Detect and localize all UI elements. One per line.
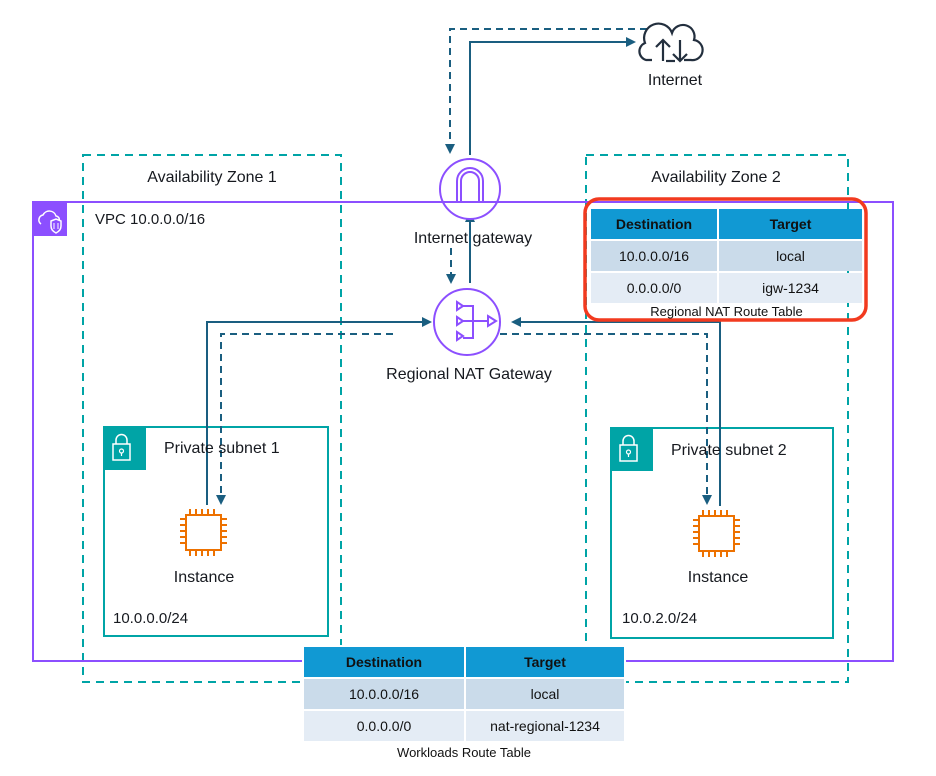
vpc-cloud-shield-icon xyxy=(33,202,67,236)
column-header-destination: Destination xyxy=(591,209,717,239)
route-target: nat-regional-1234 xyxy=(466,711,624,741)
route-table-caption: Workloads Route Table xyxy=(397,745,531,760)
flow-internet-to-igw xyxy=(445,28,647,154)
availability-zone-1-boundary xyxy=(82,154,342,683)
table-row: 10.0.0.0/16 local xyxy=(304,679,624,709)
subnet-1-cidr: 10.0.0.0/24 xyxy=(113,610,189,627)
route-target: local xyxy=(466,679,624,709)
workloads-route-table: Destination Target 10.0.0.0/16 local 0.0… xyxy=(302,645,626,760)
flow-instance1-to-nat xyxy=(206,317,432,505)
route-destination: 0.0.0.0/0 xyxy=(304,711,464,741)
internet-gateway-icon xyxy=(439,158,501,220)
route-target: local xyxy=(719,241,862,271)
column-header-destination: Destination xyxy=(304,647,464,677)
table-row: 0.0.0.0/0 igw-1234 xyxy=(591,273,862,303)
regional-nat-route-table: Destination Target 10.0.0.0/16 local 0.0… xyxy=(589,207,864,319)
route-destination: 10.0.0.0/16 xyxy=(304,679,464,709)
nat-gateway-icon xyxy=(433,288,501,356)
flow-igw-to-internet xyxy=(469,37,636,155)
column-header-target: Target xyxy=(719,209,862,239)
lock-icon xyxy=(611,428,653,471)
route-target: igw-1234 xyxy=(719,273,862,303)
vpc-label: VPC 10.0.0.0/16 xyxy=(95,211,206,228)
private-subnet-2-label: Private subnet 2 xyxy=(671,442,787,459)
flow-instance2-to-nat xyxy=(511,317,721,506)
table-row: 0.0.0.0/0 nat-regional-1234 xyxy=(304,711,624,741)
instance-1-label: Instance xyxy=(173,569,235,586)
internet-gateway-label: Internet gateway xyxy=(413,230,533,247)
column-header-target: Target xyxy=(466,647,624,677)
flow-nat-to-instance1 xyxy=(216,333,393,505)
lock-icon xyxy=(104,427,146,470)
nat-gateway-label: Regional NAT Gateway xyxy=(386,366,552,383)
route-destination: 10.0.0.0/16 xyxy=(591,241,717,271)
table-row: 10.0.0.0/16 local xyxy=(591,241,862,271)
availability-zone-2-label: Availability Zone 2 xyxy=(651,169,781,186)
internet-label: Internet xyxy=(647,72,703,89)
instance-chip-icon xyxy=(180,509,227,556)
private-subnet-1-label: Private subnet 1 xyxy=(164,440,280,457)
availability-zone-1-label: Availability Zone 1 xyxy=(147,169,277,186)
subnet-2-cidr: 10.0.2.0/24 xyxy=(622,610,698,627)
route-table-caption: Regional NAT Route Table xyxy=(650,304,803,319)
availability-zone-2-boundary xyxy=(585,154,849,683)
cloud-upload-download-icon xyxy=(638,22,704,63)
instance-chip-icon xyxy=(693,510,740,557)
instance-2-label: Instance xyxy=(687,569,749,586)
route-table-highlight xyxy=(583,197,868,322)
route-destination: 0.0.0.0/0 xyxy=(591,273,717,303)
flow-nat-to-instance2 xyxy=(500,333,712,505)
